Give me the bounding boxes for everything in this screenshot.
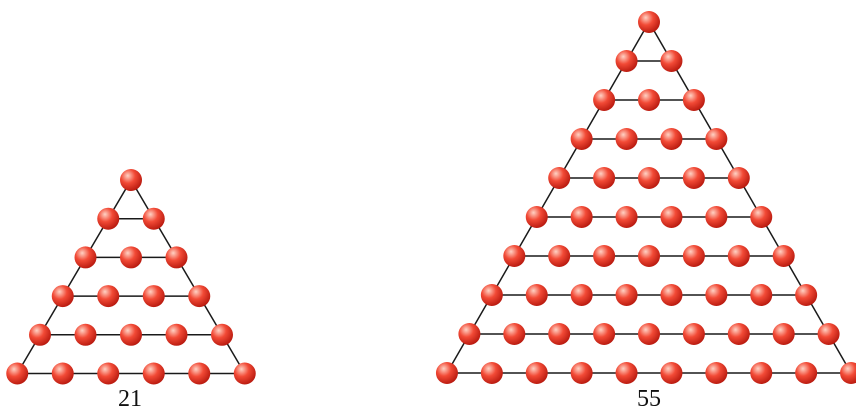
ball <box>52 285 74 307</box>
ball <box>638 245 660 267</box>
ball <box>481 362 503 384</box>
ball <box>436 362 458 384</box>
ball <box>120 169 142 191</box>
ball <box>571 128 593 150</box>
ball <box>616 362 638 384</box>
ball <box>705 284 727 306</box>
ball <box>773 245 795 267</box>
ball <box>29 324 51 346</box>
ball <box>75 324 97 346</box>
caption-55: 55 <box>609 387 689 411</box>
ball <box>503 323 525 345</box>
ball <box>526 362 548 384</box>
ball <box>616 128 638 150</box>
ball <box>120 324 142 346</box>
ball <box>97 208 119 230</box>
ball <box>503 245 525 267</box>
ball <box>52 363 74 385</box>
ball <box>683 89 705 111</box>
ball <box>593 323 615 345</box>
ball <box>705 128 727 150</box>
ball <box>616 50 638 72</box>
ball <box>660 362 682 384</box>
ball <box>188 363 210 385</box>
ball <box>526 206 548 228</box>
ball <box>728 323 750 345</box>
triangle-10-rows <box>436 11 856 384</box>
ball <box>97 285 119 307</box>
ball <box>526 284 548 306</box>
ball <box>143 363 165 385</box>
ball <box>705 206 727 228</box>
ball <box>795 284 817 306</box>
triangle-left-side <box>447 22 649 373</box>
ball <box>728 167 750 189</box>
ball <box>571 206 593 228</box>
ball <box>211 324 233 346</box>
triangle-6-rows <box>6 169 256 385</box>
triangle-left-side <box>17 180 131 374</box>
ball <box>571 284 593 306</box>
triangle-right-side <box>649 22 851 373</box>
ball <box>481 284 503 306</box>
ball <box>683 323 705 345</box>
ball <box>683 245 705 267</box>
ball <box>683 167 705 189</box>
ball <box>840 362 856 384</box>
ball <box>705 362 727 384</box>
ball <box>660 206 682 228</box>
ball <box>548 323 570 345</box>
ball <box>660 284 682 306</box>
ball <box>660 128 682 150</box>
ball <box>188 285 210 307</box>
ball <box>548 245 570 267</box>
ball <box>234 363 256 385</box>
ball <box>143 208 165 230</box>
ball <box>458 323 480 345</box>
ball <box>638 89 660 111</box>
ball <box>593 89 615 111</box>
ball <box>616 206 638 228</box>
ball <box>818 323 840 345</box>
ball <box>750 206 772 228</box>
ball <box>571 362 593 384</box>
ball <box>638 11 660 33</box>
ball <box>120 246 142 268</box>
ball <box>548 167 570 189</box>
ball <box>728 245 750 267</box>
ball <box>166 246 188 268</box>
ball <box>750 284 772 306</box>
ball <box>6 363 28 385</box>
ball <box>616 284 638 306</box>
caption-21: 21 <box>90 387 170 411</box>
triangle-right-side <box>131 180 245 374</box>
ball <box>75 246 97 268</box>
ball <box>166 324 188 346</box>
ball <box>593 167 615 189</box>
ball <box>638 323 660 345</box>
ball <box>795 362 817 384</box>
ball <box>638 167 660 189</box>
ball <box>773 323 795 345</box>
ball <box>143 285 165 307</box>
ball <box>660 50 682 72</box>
ball <box>750 362 772 384</box>
ball <box>97 363 119 385</box>
ball <box>593 245 615 267</box>
